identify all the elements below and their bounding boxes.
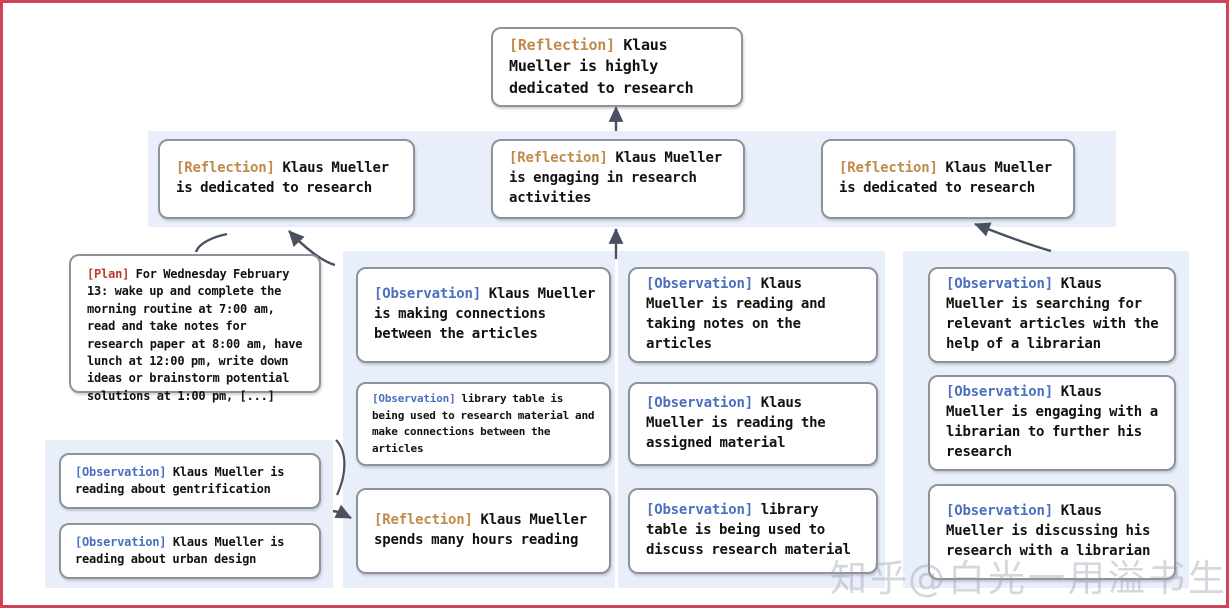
node-text: [Observation] Klaus Mueller is searching…	[946, 275, 1162, 355]
node-text: [Observation] Klaus Mueller is engaging …	[946, 383, 1162, 463]
node-body: Klaus Mueller is searching for relevant …	[946, 276, 1159, 352]
tag-observation: [Observation]	[946, 503, 1053, 520]
tag-observation: [Observation]	[646, 276, 753, 293]
node-body: Klaus Mueller spends many hours reading	[374, 512, 587, 548]
node-body: Klaus Mueller is highly dedicated to res…	[509, 36, 694, 97]
node-reflection-left[interactable]: [Reflection] Klaus Mueller is dedicated …	[158, 139, 415, 219]
node-text: [Observation] library table is being use…	[646, 501, 864, 561]
tag-reflection: [Reflection]	[509, 36, 615, 55]
node-body: library table is being used to research …	[372, 392, 595, 455]
node-column-a-1[interactable]: [Observation] Klaus Mueller is making co…	[356, 267, 611, 363]
node-column-a-3[interactable]: [Reflection] Klaus Mueller spends many h…	[356, 488, 611, 574]
tag-plan: [Plan]	[87, 267, 130, 281]
node-body: Klaus Mueller is engaging with a librari…	[946, 384, 1158, 460]
tag-reflection: [Reflection]	[509, 150, 608, 167]
node-text: [Plan] For Wednesday February 13: wake u…	[87, 266, 307, 405]
node-body: For Wednesday February 13: wake up and c…	[87, 267, 303, 403]
node-text: [Observation] Klaus Mueller is discussin…	[946, 502, 1162, 562]
node-text: [Observation] Klaus Mueller is reading a…	[75, 464, 307, 498]
node-left-observation-1[interactable]: [Observation] Klaus Mueller is reading a…	[59, 453, 321, 509]
node-body: library table is being used to discuss r…	[646, 502, 851, 558]
node-reflection-right[interactable]: [Reflection] Klaus Mueller is dedicated …	[821, 139, 1075, 219]
node-text: [Reflection] Klaus Mueller spends many h…	[374, 511, 597, 551]
node-column-b-1[interactable]: [Observation] Klaus Mueller is reading a…	[628, 267, 878, 363]
watermark-zhihu: 知乎	[830, 557, 910, 600]
tag-reflection: [Reflection]	[374, 512, 473, 529]
node-text: [Reflection] Klaus Mueller is dedicated …	[176, 159, 401, 199]
tag-observation: [Observation]	[946, 384, 1053, 401]
node-text: [Reflection] Klaus Mueller is engaging i…	[509, 149, 731, 209]
node-column-c-1[interactable]: [Observation] Klaus Mueller is searching…	[928, 267, 1176, 363]
node-reflection-middle[interactable]: [Reflection] Klaus Mueller is engaging i…	[491, 139, 745, 219]
node-column-b-3[interactable]: [Observation] library table is being use…	[628, 488, 878, 574]
node-column-c-2[interactable]: [Observation] Klaus Mueller is engaging …	[928, 375, 1176, 471]
node-body: Klaus Mueller is reading about gentrific…	[75, 464, 285, 496]
tag-reflection: [Reflection]	[839, 160, 938, 177]
tag-observation: [Observation]	[372, 392, 456, 405]
node-root-reflection[interactable]: [Reflection] Klaus Mueller is highly ded…	[491, 27, 743, 107]
node-body: Klaus Mueller is engaging in research ac…	[509, 150, 722, 206]
node-text: [Observation] Klaus Mueller is reading a…	[75, 534, 307, 568]
tag-observation: [Observation]	[946, 276, 1053, 293]
node-text: [Observation] library table is being use…	[372, 391, 597, 457]
node-plan[interactable]: [Plan] For Wednesday February 13: wake u…	[69, 254, 321, 403]
tag-reflection: [Reflection]	[176, 160, 275, 177]
node-body: Klaus Mueller is reading about urban des…	[75, 534, 285, 566]
node-body: Klaus Mueller is dedicated to research	[176, 160, 389, 196]
tag-observation: [Observation]	[374, 286, 481, 303]
node-left-observation-2[interactable]: [Observation] Klaus Mueller is reading a…	[59, 523, 321, 579]
watermark-handle: @白光一用溢书生	[908, 557, 1228, 600]
node-body: Klaus Mueller is dedicated to research	[839, 160, 1052, 196]
tag-observation: [Observation]	[646, 395, 753, 412]
node-text: [Observation] Klaus Mueller is making co…	[374, 285, 597, 345]
node-body: Klaus Mueller is reading the assigned ma…	[646, 395, 826, 451]
tag-observation: [Observation]	[75, 534, 167, 549]
node-text: [Observation] Klaus Mueller is reading t…	[646, 394, 864, 454]
node-column-a-2[interactable]: [Observation] library table is being use…	[356, 382, 611, 466]
node-text: [Reflection] Klaus Mueller is highly ded…	[509, 35, 729, 99]
node-body: Klaus Mueller is reading and taking note…	[646, 276, 826, 352]
node-text: [Reflection] Klaus Mueller is dedicated …	[839, 159, 1061, 199]
node-body: Klaus Mueller is making connections betw…	[374, 286, 596, 342]
tag-observation: [Observation]	[75, 464, 167, 479]
node-text: [Observation] Klaus Mueller is reading a…	[646, 275, 864, 355]
node-column-c-3[interactable]: [Observation] Klaus Mueller is discussin…	[928, 484, 1176, 580]
node-column-b-2[interactable]: [Observation] Klaus Mueller is reading t…	[628, 382, 878, 466]
node-body: Klaus Mueller is discussing his research…	[946, 503, 1151, 559]
tag-observation: [Observation]	[646, 502, 753, 519]
